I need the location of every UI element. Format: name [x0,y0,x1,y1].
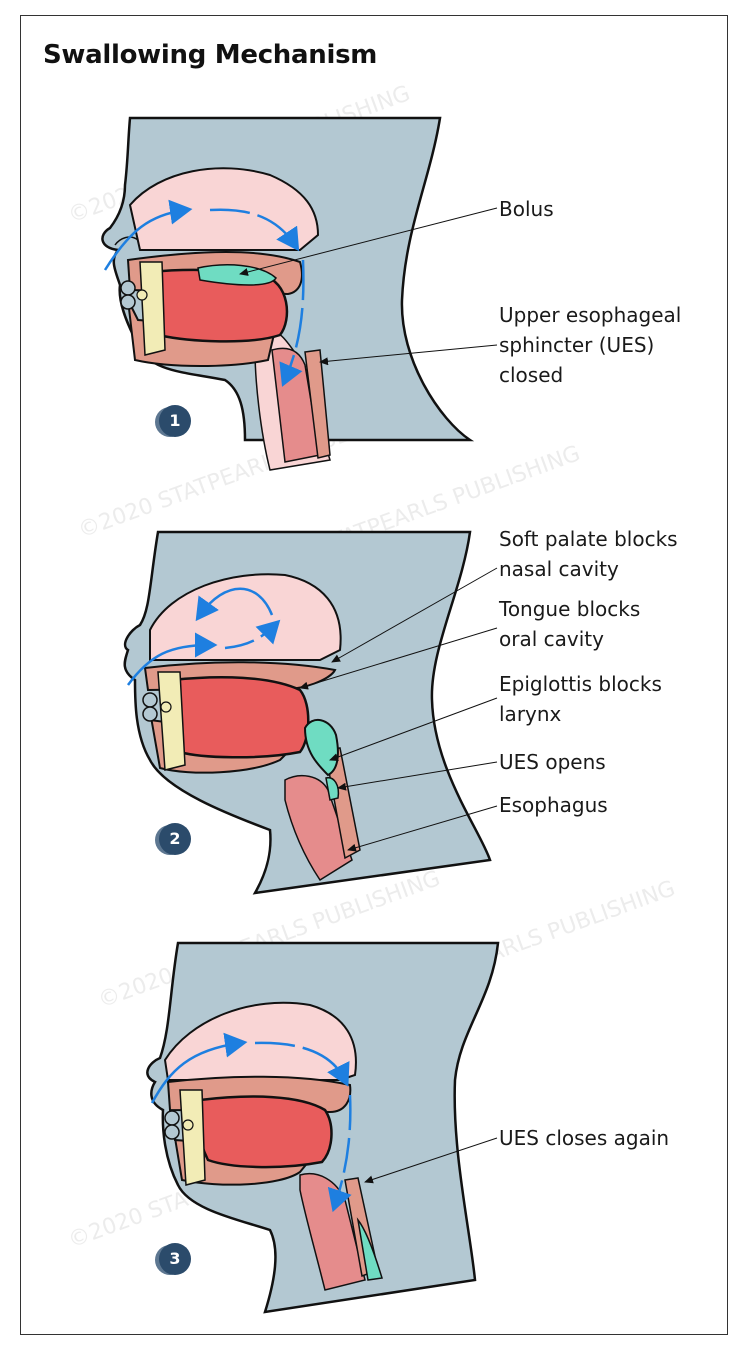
label-ues-closed-line2: sphincter (UES) [499,333,655,357]
step-number: 1 [159,405,191,437]
label-bolus: Bolus [499,197,554,221]
panel-2-head [123,530,492,895]
step-badge-3: 3 [155,1243,193,1277]
flow-arrow [195,587,274,622]
flow-arrow [150,1032,248,1104]
flow-arrow [103,199,193,271]
flow-arrow [279,259,305,387]
leader-line-ues-opens [337,761,498,791]
flow-arrow [209,208,300,252]
flow-arrow [254,1041,350,1087]
step-number: 2 [159,823,191,855]
label-tongue-line2: oral cavity [499,627,604,651]
leader-line-esophagus [347,805,498,852]
leader-line-soft-palate [331,567,498,663]
label-soft-palate-line2: nasal cavity [499,557,619,581]
label-ues-opens: UES opens [499,750,606,774]
label-tongue-line1: Tongue blocks [499,597,641,621]
label-ues-closes: UES closes again [499,1126,670,1150]
leader-line-epiglottis [329,697,498,761]
label-soft-palate-line1: Soft palate blocks [499,527,678,551]
step-badge-1: 1 [155,405,193,439]
label-epiglottis-line1: Epiglottis blocks [499,672,662,696]
flow-arrow [224,619,281,650]
leader-line-tongue [299,627,498,690]
figure-title: Swallowing Mechanism [43,40,378,70]
step-number: 3 [159,1243,191,1275]
label-epiglottis-line2: larynx [499,702,562,726]
leader-line-ues-closes [364,1137,498,1184]
flow-arrow [327,1094,352,1213]
panel-3-head [146,941,500,1314]
label-esophagus: Esophagus [499,793,608,817]
leader-line-ues-closed [319,344,498,366]
label-ues-closed-line3: closed [499,363,564,387]
step-badge-2: 2 [155,823,193,857]
leader-line-bolus [239,207,498,276]
figure-frame [20,15,728,1335]
flow-arrow [126,632,218,686]
label-ues-closed-line1: Upper esophageal [499,303,682,327]
